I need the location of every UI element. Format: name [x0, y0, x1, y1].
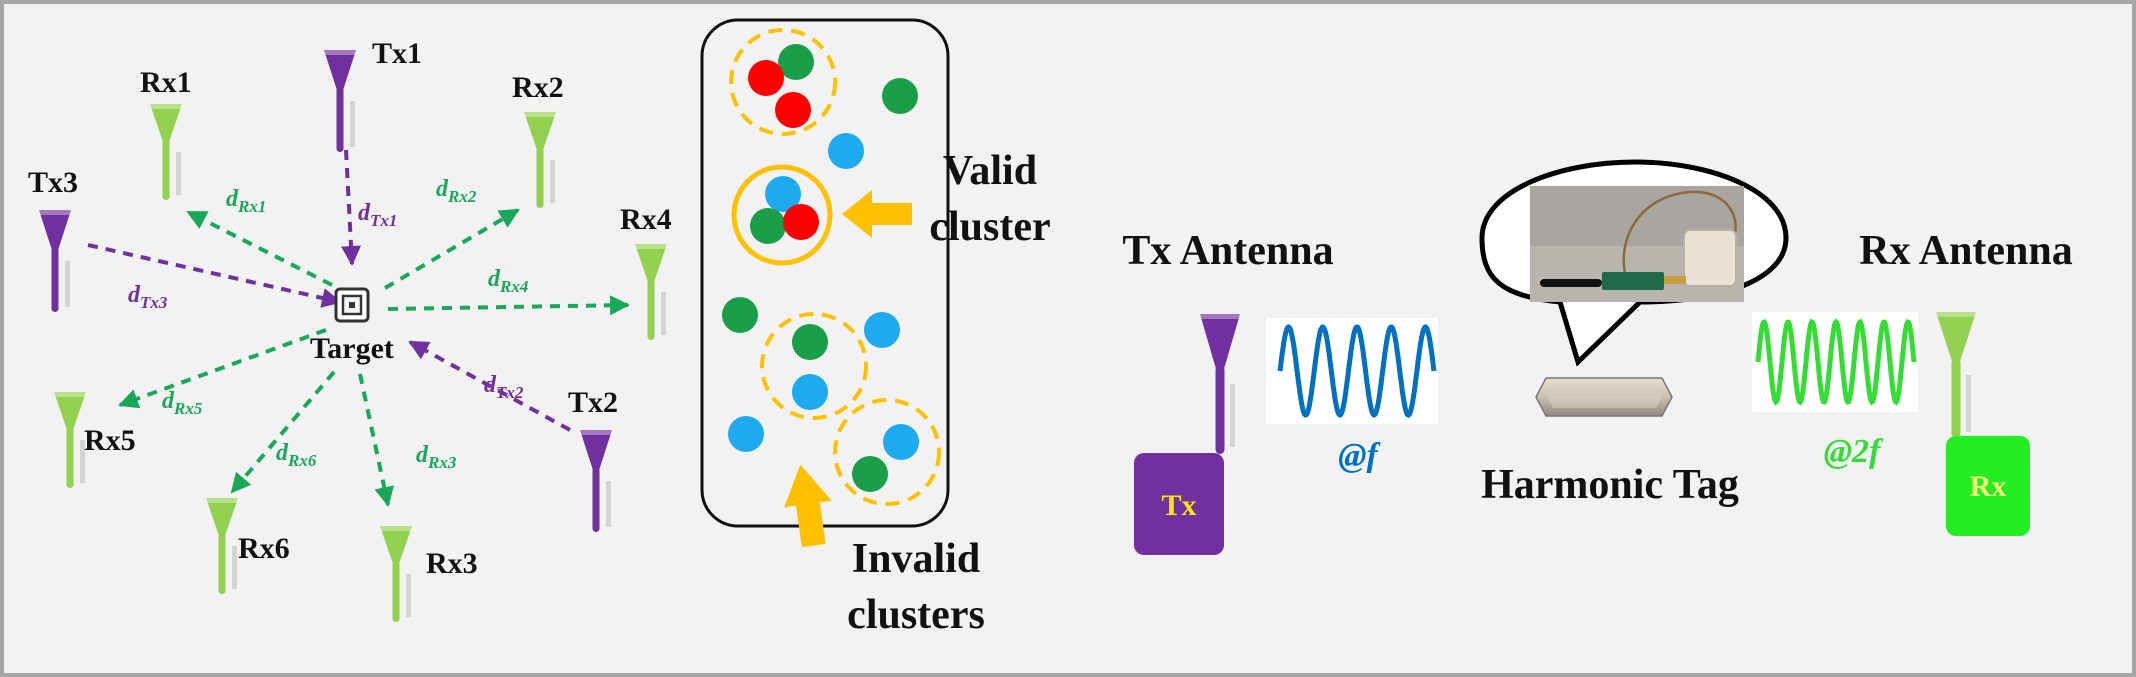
cluster-points	[722, 44, 919, 492]
invalid-label-line2: clusters	[847, 592, 985, 638]
dist-tx1: dTx1	[358, 200, 397, 230]
blue-point	[864, 312, 900, 348]
blue-point	[883, 424, 919, 460]
green-point	[722, 297, 758, 333]
cluster-rings	[729, 28, 941, 506]
blue-point	[765, 176, 801, 212]
rx5-arrow	[118, 328, 327, 409]
green-point	[852, 456, 888, 492]
blue-point	[792, 374, 828, 410]
green-point	[750, 208, 786, 244]
invalid-cluster-ring-top	[729, 28, 837, 136]
green-point	[882, 78, 918, 114]
tx-antenna-title: Tx Antenna	[1122, 228, 1333, 274]
tag-photo-bubble	[1479, 159, 1789, 367]
tx3-label: Tx3	[28, 166, 78, 199]
rx1-label: Rx1	[140, 66, 192, 99]
dist-rx3: dRx3	[416, 442, 457, 472]
blue-point	[728, 416, 764, 452]
cluster-box	[700, 18, 950, 528]
rx1-arrow	[186, 210, 333, 287]
red-point	[783, 204, 819, 240]
tag-circuit-board	[1602, 272, 1664, 290]
tag-cable	[1622, 190, 1737, 279]
rx3-arrow	[358, 373, 395, 507]
dist-rx5: dRx5	[162, 388, 203, 418]
tx1-antenna-icon	[324, 50, 356, 152]
rx5-label: Rx5	[84, 424, 136, 457]
invalid-pointer-arrow	[784, 464, 832, 548]
tx-box	[1134, 453, 1224, 555]
tx1-arrow	[341, 149, 362, 266]
red-point	[748, 60, 784, 96]
tag-antenna-module	[1683, 229, 1737, 287]
rx1-antenna-icon	[150, 104, 182, 200]
harmonic-tag-title: Harmonic Tag	[1481, 462, 1739, 508]
tx2-label: Tx2	[568, 386, 618, 419]
red-point	[775, 92, 811, 128]
blue-point	[828, 133, 864, 169]
rx4-antenna-icon	[635, 244, 667, 340]
dist-rx1: dRx1	[226, 186, 266, 216]
tx3-arrow	[87, 243, 342, 308]
tx-waveform	[1277, 324, 1437, 418]
target-icon	[334, 287, 370, 323]
rx5-antenna-icon	[54, 392, 86, 488]
tx1-label: Tx1	[372, 37, 422, 70]
dist-rx4: dRx4	[488, 266, 528, 296]
rx6-arrow	[230, 370, 336, 494]
rx4-label: Rx4	[620, 203, 672, 236]
dist-rx2: dRx2	[436, 176, 477, 206]
invalid-cluster-ring-mid	[760, 312, 868, 420]
rx2-arrow	[383, 208, 520, 290]
antenna-group	[39, 50, 1976, 622]
rx-box	[1946, 436, 2030, 536]
green-point	[792, 324, 828, 360]
rx-frequency-label: @2f	[1824, 433, 1884, 470]
dist-rx6: dRx6	[276, 440, 317, 470]
tx2-antenna-icon	[580, 430, 612, 532]
rx2-antenna-icon	[524, 112, 556, 208]
tx-box-label: Tx	[1161, 489, 1196, 522]
rx-box-label: Rx	[1970, 470, 2007, 503]
distance-arrows	[87, 149, 630, 507]
target-label: Target	[310, 332, 394, 365]
green-point	[778, 44, 814, 80]
rx3-antenna-icon	[380, 526, 412, 622]
valid-cluster-ring	[731, 164, 833, 266]
rx2-label: Rx2	[512, 71, 564, 104]
rx3-label: Rx3	[426, 547, 478, 580]
rx-waveform	[1755, 318, 1917, 406]
tx3-antenna-icon	[39, 210, 71, 312]
rx-antenna-title: Rx Antenna	[1859, 228, 2073, 274]
invalid-cluster-ring-bottom	[833, 398, 941, 506]
tx-antenna-icon	[1200, 314, 1240, 454]
harmonic-tag-chip	[1535, 377, 1673, 417]
rx6-antenna-icon	[206, 498, 238, 594]
rx-antenna-icon	[1936, 312, 1976, 438]
valid-label-line2: cluster	[929, 204, 1050, 250]
tx2-arrow	[408, 340, 571, 432]
dist-tx3: dTx3	[128, 282, 168, 312]
valid-pointer-arrow	[842, 190, 912, 238]
dist-tx2: dTx2	[484, 372, 524, 402]
tx-frequency-label: @f	[1338, 437, 1381, 474]
rx6-label: Rx6	[238, 532, 290, 565]
invalid-label-line1: Invalid	[852, 536, 980, 582]
tag-antenna-stub	[1540, 279, 1602, 287]
rx4-arrow	[387, 295, 630, 316]
valid-label-line1: Valid	[943, 148, 1037, 194]
